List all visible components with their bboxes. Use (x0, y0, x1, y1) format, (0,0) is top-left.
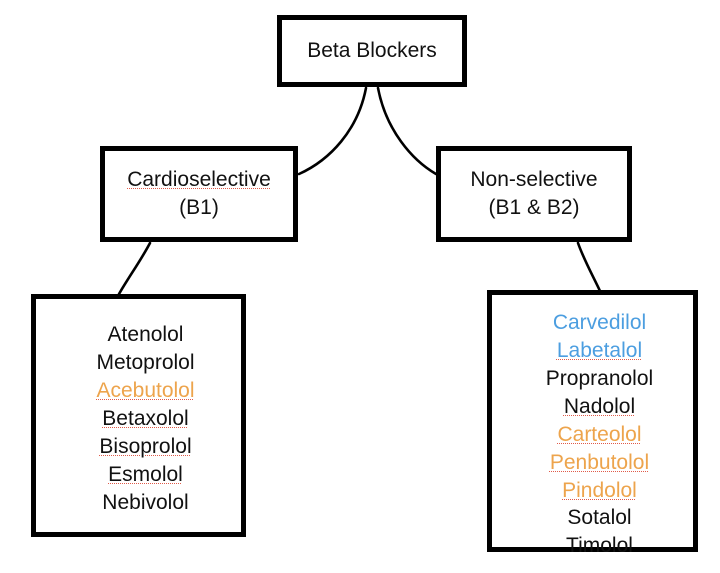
drug-name: Labetalol (556, 338, 643, 362)
drug-name: Penbutolol (549, 450, 650, 474)
node-beta-blockers: Beta Blockers (277, 15, 467, 87)
connector-root-to-cardioselective (297, 86, 368, 176)
drug-name: Acebutolol (96, 378, 195, 402)
node-nonselective-label-line2: (B1 & B2) (488, 196, 580, 219)
connector-nonselective-to-drugs (576, 241, 602, 293)
drug-name: Propranolol (545, 366, 654, 390)
connector-cardioselective-to-drugs (117, 241, 152, 296)
node-cardioselective-label-text: Cardioselective (127, 167, 271, 191)
drug-name: Carteolol (557, 422, 642, 446)
drug-name: Carvedilol (552, 311, 647, 334)
node-beta-blockers-label: Beta Blockers (307, 38, 437, 62)
node-cardioselective: Cardioselective (B1) (100, 146, 298, 242)
drug-name: Bisoprolol (99, 434, 192, 458)
drug-name: Pindolol (562, 478, 637, 502)
drug-name: Timolol (566, 534, 633, 558)
drug-name: Metoprolol (96, 350, 195, 374)
drug-name: Esmolol (108, 462, 183, 486)
node-cardioselective-label-line1: Cardioselective (127, 166, 271, 194)
connector-root-to-nonselective (376, 86, 438, 176)
drug-name: Atenolol (107, 323, 184, 346)
node-cardioselective-label-line2: (B1) (179, 196, 219, 219)
drug-name: Sotalol (567, 506, 632, 530)
drug-name: Nebivolol (102, 490, 189, 514)
node-nonselective: Non-selective (B1 & B2) (436, 146, 632, 242)
drug-name: Nadolol (563, 394, 636, 418)
node-nonselective-label-line1: Non-selective (470, 167, 598, 191)
drug-name: Betaxolol (102, 406, 189, 430)
